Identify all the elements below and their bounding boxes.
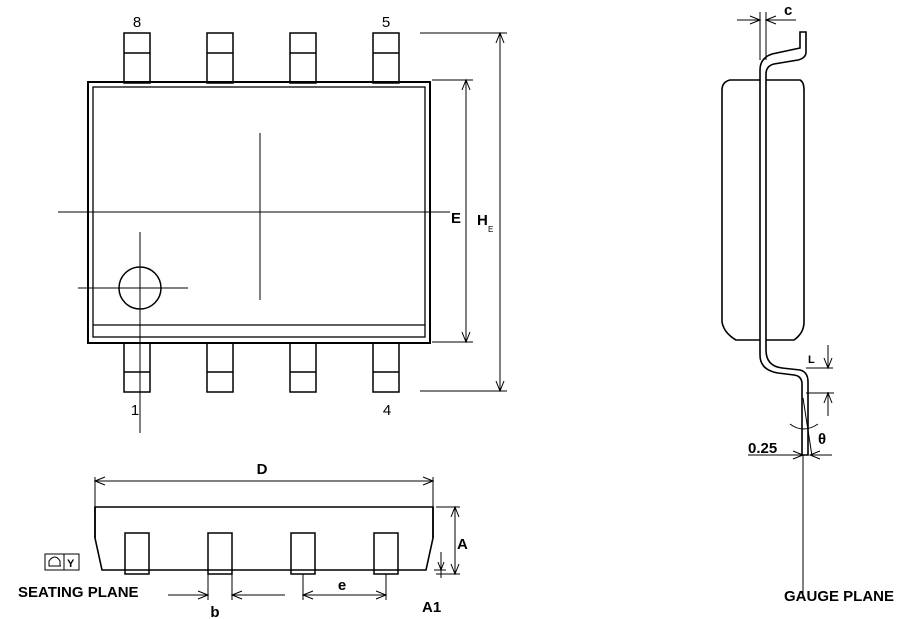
pin-5	[372, 32, 400, 84]
dim-theta-label: θ	[818, 431, 826, 448]
side-body	[721, 79, 805, 341]
dim-A-line	[436, 505, 460, 576]
top-view: 8 5 1 4 E H E	[58, 14, 507, 433]
dim-0.25-line	[748, 450, 832, 460]
dim-c-line	[737, 12, 796, 60]
side-lead	[759, 31, 809, 456]
pin-1-label: 1	[131, 402, 139, 419]
dim-A-label: A	[457, 536, 468, 553]
dim-D-label: D	[257, 461, 268, 478]
dim-HE-subscript: E	[488, 225, 493, 234]
dim-A1-line	[434, 552, 446, 578]
flatness-symbol-label: Y	[67, 558, 75, 570]
pin-5-label: 5	[382, 14, 390, 31]
dim-L-label: L	[808, 354, 815, 366]
pin-6	[289, 32, 317, 84]
dim-L-line	[806, 345, 834, 416]
pin-2	[206, 342, 234, 393]
pin-3	[289, 342, 317, 393]
gauge-plane-label: GAUGE PLANE	[784, 588, 894, 605]
pin-8	[123, 32, 151, 84]
pin-4-label: 4	[383, 402, 391, 419]
dim-b-line	[168, 574, 285, 600]
dim-E-label: E	[451, 210, 461, 227]
dim-0.25-label: 0.25	[748, 440, 777, 457]
seating-plane-label: SEATING PLANE	[18, 584, 139, 601]
dim-c-label: c	[784, 2, 792, 19]
dim-e-line	[301, 574, 388, 600]
bottom-pins	[123, 342, 400, 393]
top-pins	[123, 32, 400, 84]
dim-A1-label: A1	[422, 599, 441, 616]
pin-1	[123, 342, 151, 393]
dim-HE-label: H	[477, 212, 488, 229]
flatness-symbol-frame	[44, 553, 80, 571]
front-leads	[124, 532, 399, 575]
side-view: c L θ 0.25 GAUGE PLANE	[721, 2, 894, 605]
pin-7	[206, 32, 234, 84]
front-view: Y D A A1 b e SEATING PLANE	[18, 461, 468, 619]
dim-D-line	[93, 476, 435, 507]
dim-HE-line	[420, 31, 507, 393]
dim-e-label: e	[338, 577, 346, 594]
dim-b-label: b	[210, 604, 219, 619]
theta-arc	[789, 423, 819, 430]
pin-4	[372, 342, 400, 393]
dim-E-line	[432, 78, 473, 344]
pin-8-label: 8	[133, 14, 141, 31]
